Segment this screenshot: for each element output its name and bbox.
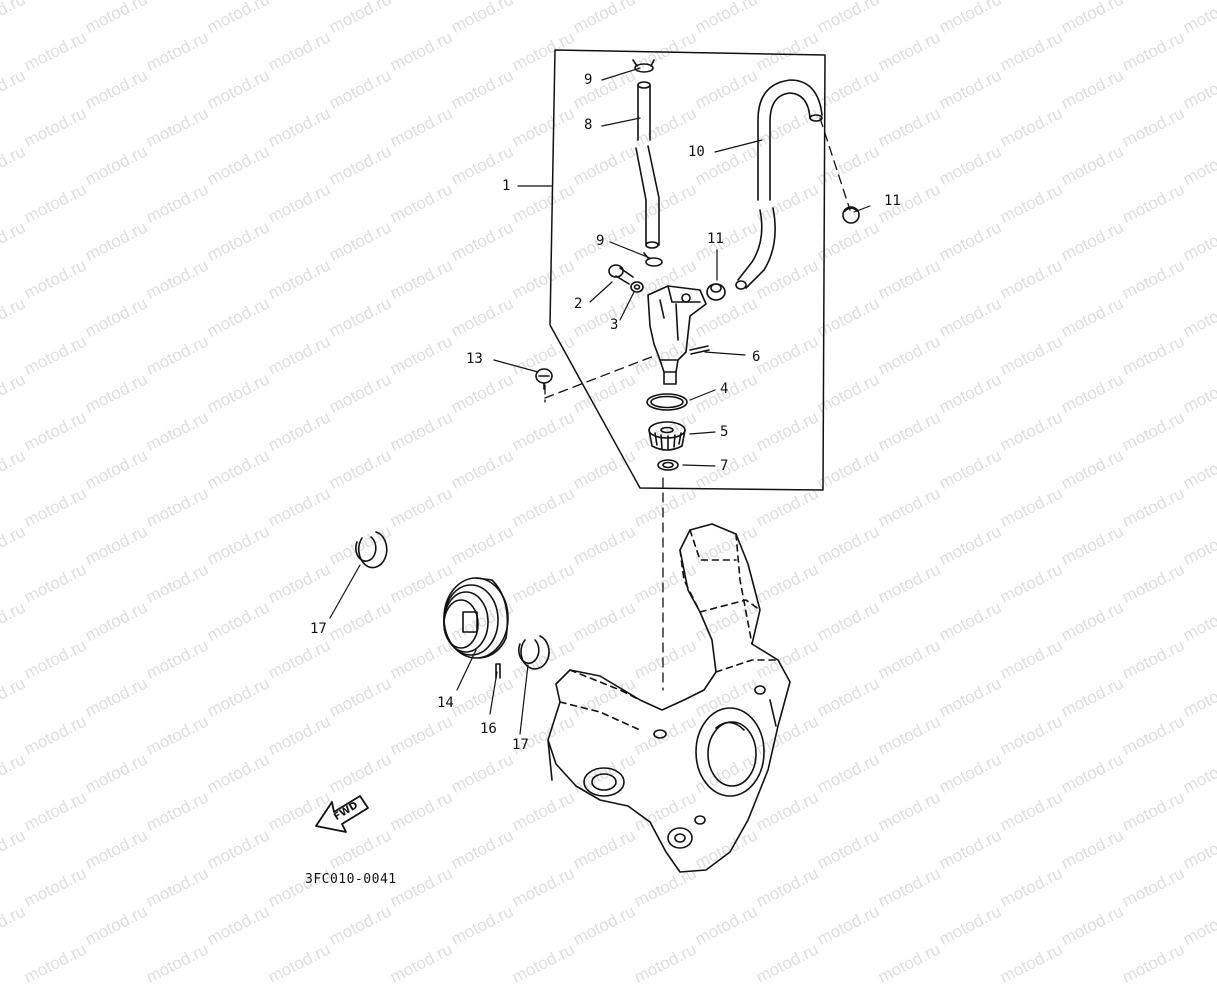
callout-13: 13 [466, 351, 483, 367]
fwd-arrow-icon [315, 795, 369, 833]
circlip-upper [355, 531, 388, 569]
engine-case [547, 523, 791, 873]
hose-clamp-lower [643, 252, 663, 267]
callout-5: 5 [720, 424, 729, 440]
exploded-parts-diagram [315, 49, 871, 873]
washer [630, 281, 644, 293]
cap-small [706, 283, 726, 301]
callout-6: 6 [752, 349, 761, 365]
assembly-boundary [549, 49, 826, 491]
watermark-text: motod.ru [753, 939, 822, 987]
cap-side [842, 206, 860, 224]
watermark-text: motod.ru [1119, 939, 1188, 987]
leader-lines [329, 67, 871, 735]
circlip-lower [518, 635, 550, 670]
callout-10: 10 [688, 144, 705, 160]
callout-16: 16 [480, 721, 497, 737]
diagram-code: 3FC010-0041 [305, 872, 397, 887]
watermark-text: motod.ru [997, 939, 1066, 987]
watermark-text: motod.ru [875, 939, 944, 987]
watermark-text: motod.ru [265, 939, 334, 987]
callout-3: 3 [610, 317, 619, 333]
callout-9-top: 9 [584, 72, 593, 88]
watermark-text: motod.ru [631, 939, 700, 987]
pump-body [647, 285, 707, 385]
callout-17-lower: 17 [512, 737, 529, 753]
callout-11-lower: 11 [707, 231, 724, 247]
hose-long [735, 79, 823, 290]
o-ring [646, 393, 688, 411]
screw [535, 368, 553, 390]
watermark-text: motod.ru [143, 939, 212, 987]
dowel-pin [495, 663, 501, 679]
callout-11-side: 11 [884, 193, 901, 209]
callout-9-lower: 9 [596, 233, 605, 249]
watermark-text: motod.ru [387, 939, 456, 987]
pin [689, 345, 710, 355]
callout-2: 2 [574, 296, 583, 312]
pulley [443, 577, 509, 659]
callout-17-upper: 17 [310, 621, 327, 637]
drive-gear [648, 421, 686, 451]
hose-clamp-top [632, 59, 655, 73]
hose-short [635, 81, 660, 249]
snap-ring-small [657, 459, 679, 471]
dashed-alignment-lines [544, 117, 851, 691]
callout-14: 14 [437, 695, 454, 711]
watermark-text: motod.ru [21, 939, 90, 987]
callout-8: 8 [584, 117, 593, 133]
callout-4: 4 [720, 381, 729, 397]
callout-1: 1 [502, 178, 511, 194]
callout-7: 7 [720, 458, 729, 474]
watermark-text: motod.ru [509, 939, 578, 987]
bolt [608, 264, 634, 285]
